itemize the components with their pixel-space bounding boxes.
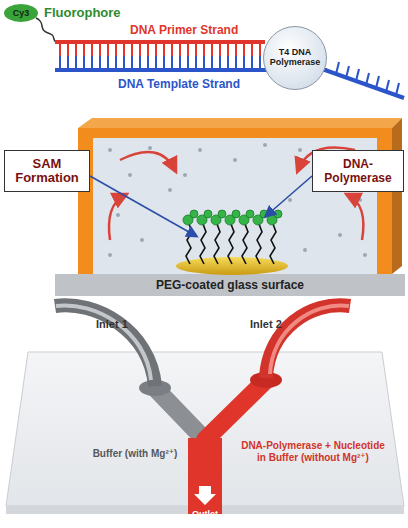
node-text: DNA-Polymerase — [315, 157, 401, 185]
node-text: SAM Formation — [7, 157, 87, 186]
tubing-shine — [270, 305, 349, 374]
flow-arrow — [348, 195, 363, 240]
node-text: Cy3 — [13, 8, 30, 18]
linker — [36, 18, 58, 43]
polymerase-circle: T4 DNA Polymerase — [263, 26, 327, 90]
text-label: Inlet 2 — [250, 318, 310, 331]
tubing — [266, 305, 350, 378]
node-text: PEG-coated glass surface — [156, 278, 304, 292]
tubing — [55, 305, 155, 386]
sam-molecules — [186, 224, 276, 264]
flow-arrow — [120, 152, 175, 170]
template-strand — [55, 56, 404, 98]
glass-slab — [55, 274, 405, 296]
leader-line — [90, 176, 196, 236]
tubing-shine — [56, 305, 151, 380]
callout-box: DNA-Polymerase — [312, 150, 404, 192]
text-label: Inlet 1 — [96, 318, 156, 331]
text-label: Fluorophore — [44, 6, 134, 21]
text-label: Buffer (with Mg²⁺) — [92, 448, 178, 460]
primer-strand — [55, 40, 265, 56]
node-text: T4 DNA Polymerase — [270, 48, 321, 68]
cell-side — [392, 118, 402, 274]
glass-surface-band: PEG-coated glass surface — [55, 274, 405, 296]
text-label: DNA Template Strand — [118, 78, 268, 92]
cell-top — [78, 118, 402, 128]
text-label: DNA-Polymerase + Nucleotide in Buffer (w… — [238, 440, 388, 463]
channel — [155, 388, 205, 440]
text-label: DNA Primer Strand — [130, 24, 270, 38]
callout-box: SAM Formation — [4, 150, 90, 192]
sam-heads — [183, 210, 282, 225]
text-label: Outlet — [185, 509, 225, 519]
channel — [205, 380, 266, 440]
flow-arrow — [109, 195, 125, 240]
fluorophore-ellipse: Cy3 — [4, 4, 38, 22]
leader-line — [266, 176, 312, 216]
channel — [188, 438, 222, 514]
outlet-arrow — [194, 486, 216, 505]
